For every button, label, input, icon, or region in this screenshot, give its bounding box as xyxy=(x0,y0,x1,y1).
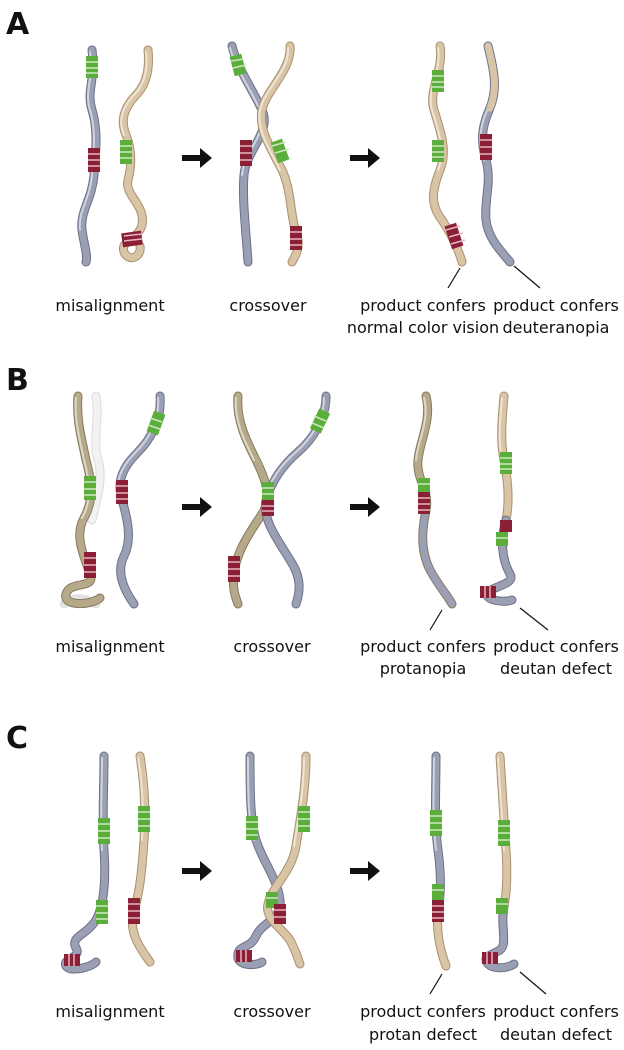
leader-line xyxy=(429,973,443,995)
panel-b-letter: B xyxy=(6,363,29,398)
panel-b-misalignment xyxy=(59,391,166,609)
caption-crossover: crossover xyxy=(229,296,307,315)
caption-product-left-line2: normal color vision xyxy=(347,318,499,337)
gene-strand-olive xyxy=(61,391,105,608)
right-arrow-icon xyxy=(182,861,212,881)
leader-line xyxy=(513,265,541,289)
panel-a-products xyxy=(428,41,515,267)
gene-strand-gray xyxy=(77,45,101,267)
right-arrow-icon xyxy=(182,148,212,168)
caption-product-right-line1: product confers xyxy=(493,637,619,656)
caption-product-right-line2: deuteranopia xyxy=(503,318,610,337)
gene-strand-gray xyxy=(61,751,110,974)
green-exon-band xyxy=(270,138,290,164)
red-exon-band xyxy=(290,226,302,250)
right-arrow-icon xyxy=(350,861,380,881)
gene-strand-olive xyxy=(228,391,272,609)
caption-misalignment: misalignment xyxy=(55,637,164,656)
panel-c-letter: C xyxy=(6,721,28,756)
panel-a-crossover xyxy=(227,41,303,267)
gene-product-left xyxy=(413,391,457,609)
caption-misalignment: misalignment xyxy=(55,296,164,315)
green-exon-band xyxy=(86,56,98,78)
gene-product-right xyxy=(478,41,515,267)
gene-product-left xyxy=(430,751,451,971)
red-exon-band xyxy=(240,140,252,166)
gene-strand-gray xyxy=(260,391,331,609)
caption-product-left-line2: protan defect xyxy=(369,1025,477,1044)
right-arrow-icon xyxy=(182,497,212,517)
caption-crossover: crossover xyxy=(233,637,311,656)
caption-product-right-line1: product confers xyxy=(493,296,619,315)
caption-product-right-line2: deutan defect xyxy=(500,659,612,678)
caption-product-right-line1: product confers xyxy=(493,1002,619,1021)
panel-c-crossover xyxy=(233,751,311,970)
gene-strand-tan xyxy=(263,751,311,969)
right-arrow-icon xyxy=(350,148,380,168)
red-exon-band xyxy=(88,148,100,172)
green-exon-band xyxy=(120,140,132,164)
panel-a-misalignment xyxy=(77,45,153,267)
panel-c-misalignment xyxy=(61,751,155,974)
caption-product-left-line1: product confers xyxy=(360,296,486,315)
panel-c: C xyxy=(6,721,619,1044)
gene-strand-gray xyxy=(115,391,166,609)
panel-b-products xyxy=(413,391,517,609)
panel-a: A xyxy=(6,7,619,337)
leader-line xyxy=(429,609,443,631)
panel-a-letter: A xyxy=(6,7,30,42)
panel-b: B xyxy=(6,363,619,678)
leader-line xyxy=(519,971,547,995)
leader-line xyxy=(519,607,549,631)
caption-product-left-line1: product confers xyxy=(360,1002,486,1021)
caption-product-right-line2: deutan defect xyxy=(500,1025,612,1044)
caption-misalignment: misalignment xyxy=(55,1002,164,1021)
gene-strand-tan xyxy=(118,45,153,263)
gene-strand-tan xyxy=(128,751,155,967)
green-exon-band xyxy=(229,53,247,77)
caption-product-left-line1: product confers xyxy=(360,637,486,656)
gene-product-left xyxy=(428,41,467,267)
caption-product-left-line2: protanopia xyxy=(380,659,467,678)
gene-product-right xyxy=(481,751,519,973)
gene-strand-gray xyxy=(233,751,285,970)
leader-line xyxy=(447,267,461,289)
right-arrow-icon xyxy=(350,497,380,517)
panel-b-crossover xyxy=(228,391,331,609)
panel-c-products xyxy=(430,751,519,973)
caption-crossover: crossover xyxy=(233,1002,311,1021)
red-exon-band xyxy=(121,230,143,248)
gene-product-right xyxy=(480,391,517,606)
